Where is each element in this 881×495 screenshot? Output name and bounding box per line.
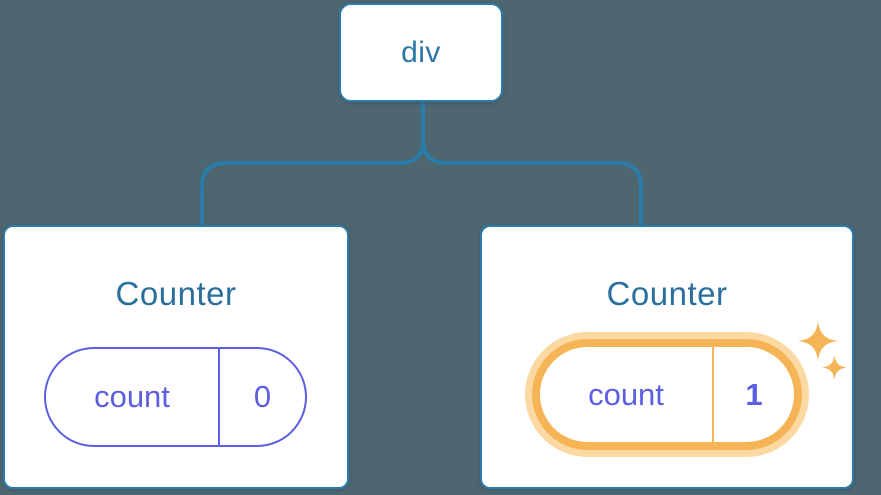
counter-right-title: Counter — [606, 275, 728, 312]
state-key-label: count — [46, 349, 220, 445]
counter-left-title: Counter — [115, 275, 237, 312]
state-pill-left: count 0 — [44, 347, 307, 447]
root-node-label: div — [401, 35, 441, 69]
counter-node-left: Counter count 0 — [3, 225, 349, 489]
sparkle-icon — [798, 321, 838, 361]
state-pill-right-highlighted: count 1 — [532, 339, 802, 450]
connector-root-to-right-counter — [421, 102, 643, 225]
state-value: 0 — [253, 379, 272, 414]
root-node-div: div — [339, 3, 503, 102]
connector-root-to-left-counter — [200, 102, 425, 225]
sparkle-icon — [822, 355, 847, 380]
state-value: 1 — [745, 376, 763, 412]
state-key-label: count — [540, 347, 714, 442]
counter-node-right: Counter count 1 — [480, 225, 854, 489]
